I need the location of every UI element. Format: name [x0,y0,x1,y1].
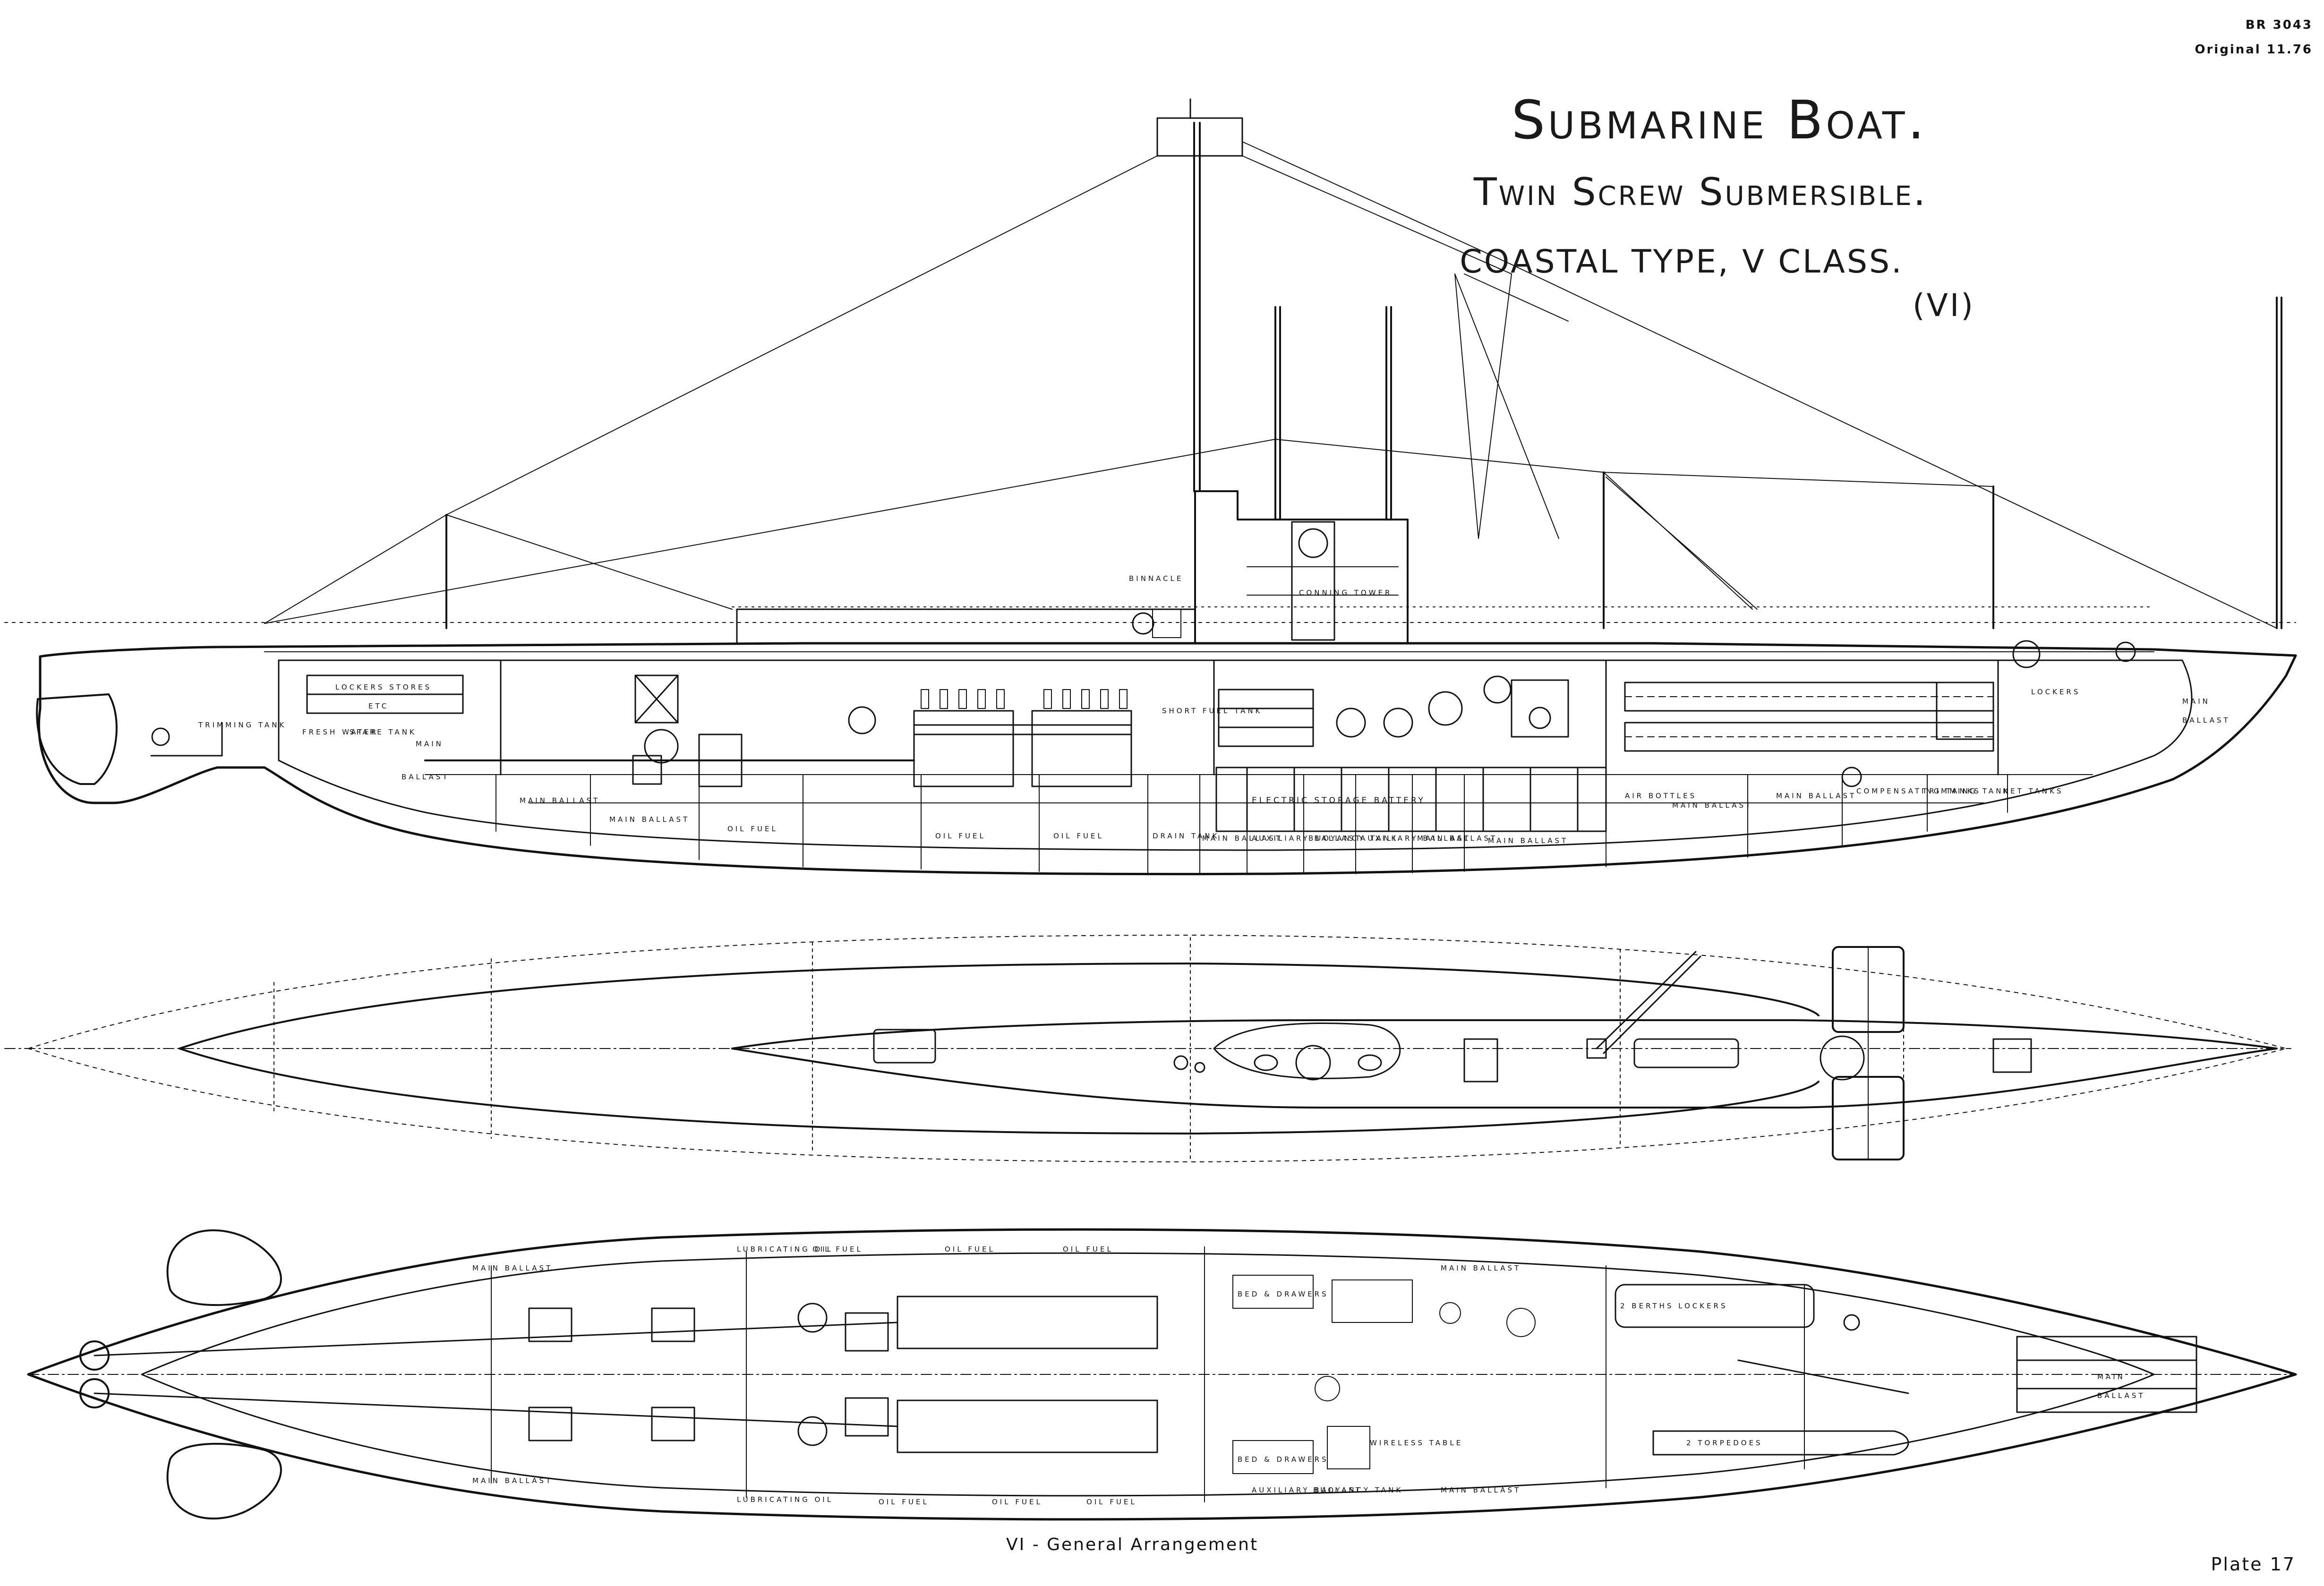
lower-plan: MAIN BALLAST MAIN BALLAST LUBRICATING OI… [27,1228,2297,1521]
label-main-ballast-5: MAIN BALLAST [1488,836,1568,845]
plan-label-ballast: BALLAST [2097,1391,2145,1400]
label-auxiliary-ballast: AUXILIARY BALLAST [1252,834,1362,843]
label-net-tanks: NET TANKS [2003,787,2063,795]
side-elevation: LOCKERS STORES ETC TRIMMING TANK FRESH W… [4,98,2297,876]
drawing-caption: VI - General Arrangement [1006,1535,1259,1554]
label-ballast-aft: BALLAST [402,773,450,781]
label-main-ballast-6: MAIN BALLAST [1672,801,1752,810]
label-main-ballast-1: MAIN BALLAST [520,796,600,805]
plan-label-buoyancy-tank: BUOYANCY TANK [1313,1486,1403,1494]
label-fresh-water: FRESH WATER [302,728,378,736]
label-oil-fuel-1: OIL FUEL [727,825,778,833]
tank-frames [496,774,2008,874]
label-main-ballast-3: MAIN BALLAST [1202,834,1282,843]
label-oil-fuel-3: OIL FUEL [1053,832,1104,840]
drawing-variant: (VI) [1912,287,1975,324]
plan-label-wireless-table: WIRELESS TABLE [1370,1439,1463,1447]
plan-label-torpedoes: 2 TORPEDOES [1686,1439,1763,1447]
plan-label-oil-fuel-1: OIL FUEL [812,1245,863,1253]
label-lockers-fwd: LOCKERS [2031,688,2080,696]
lower-compartments [491,1246,1805,1502]
label-conning-tower: CONNING TOWER [1299,588,1392,597]
electric-battery [1215,689,1607,832]
hull-outline-dashed [28,935,2287,1162]
label-oil-fuel-2: OIL FUEL [935,832,986,840]
bulkheads [278,659,1999,776]
torpedoes-stowed [1615,1284,2197,1456]
pressure-hull [278,659,2193,851]
edition-note: Original 11.76 [2195,43,2313,57]
plan-label-oil-fuel-4: OIL FUEL [879,1498,929,1506]
label-air-bottles: AIR BOTTLES [1625,792,1697,800]
label-main-ballast-7: MAIN BALLAST [1776,792,1856,800]
label-compensating-tanks: COMPENSATING TANKS [1856,787,1981,795]
label-short-fuel-tank: SHORT FUEL TANK [1162,707,1262,715]
label-main-ballast-2: MAIN BALLAST [609,815,690,824]
lower-engines [528,1296,1158,1453]
control-room-equipment [1336,675,1569,738]
propeller-rudder [36,693,223,785]
hull-profile [37,642,2297,876]
drawing-title: Submarine Boat. [1511,90,1928,151]
plan-label-beds-drawers-1: BED & DRAWERS [1238,1290,1329,1298]
lower-plan-labels: MAIN BALLAST MAIN BALLAST LUBRICATING OI… [472,1245,2145,1506]
label-electric-storage-battery: ELECTRIC STORAGE BATTERY [1252,796,1426,805]
deck-plan [4,935,2291,1162]
plan-label-main-ballast-2: MAIN BALLAST [472,1476,553,1485]
label-etc: ETC [368,702,389,710]
plan-label-main: MAIN [2097,1373,2125,1381]
label-spare-tank: SPARE TANK [350,728,417,736]
label-trimming-tank-aft: TRIMMING TANK [198,721,286,729]
label-trimming-tank-fwd: TRIMMING TANK [1922,787,2010,795]
plan-label-berths-lockers: 2 BERTHS LOCKERS [1620,1302,1728,1310]
label-main-ballast-4: MAIN BALLAST [1417,834,1497,843]
plan-label-lubricating-oil-2: LUBRICATING OIL [737,1495,833,1504]
plan-label-main-ballast-1: MAIN BALLAST [472,1264,553,1272]
raised-casing [736,608,1196,644]
tower-plan [1173,1023,1401,1081]
label-ballast-fwd: BALLAST [2182,716,2230,725]
label-auxiliary-ballast-2: AUXILIARY BALLAST [1360,834,1471,843]
plan-label-auxiliary-ballast: AUXILIARY BALLAST [1252,1486,1362,1494]
plan-label-main-ballast-3: MAIN BALLAST [1441,1264,1521,1272]
label-drain-tank: DRAIN TANK [1153,832,1219,840]
wireless-mast [1156,98,1243,157]
deck-gun [1586,951,1701,1059]
aerial-wires [264,141,2277,629]
engine-room-machinery [424,689,1132,787]
label-buoyancy-tank: BUOYANCY TANK [1308,834,1398,843]
drawing-subtitle: Twin Screw Submersible. [1473,170,1928,214]
elevation-labels: LOCKERS STORES ETC TRIMMING TANK FRESH W… [198,574,2230,845]
label-binnacle: BINNACLE [1129,574,1183,583]
plan-label-oil-fuel-6: OIL FUEL [1086,1498,1137,1506]
hydroplanes [1832,946,1905,1160]
plan-label-main-ballast-4: MAIN BALLAST [1441,1486,1521,1494]
periscopes [445,122,2282,629]
label-lockers-stores: LOCKERS STORES [335,683,432,691]
label-main-fwd: MAIN [2182,697,2210,706]
torpedo-tubes [1624,640,2136,787]
stores-locker-box [306,674,679,724]
deck-hatches [873,1029,2032,1083]
plan-label-beds-drawers-2: BED & DRAWERS [1238,1455,1329,1464]
plate-number: Plate 17 [2211,1554,2296,1575]
plan-label-oil-fuel-3: OIL FUEL [1063,1245,1113,1253]
conning-tower [1132,490,1409,644]
propeller-shafts [94,1322,898,1427]
plan-label-lubricating-oil-1: LUBRICATING OIL [737,1245,833,1253]
label-main-aft: MAIN [416,740,444,748]
plan-label-oil-fuel-5: OIL FUEL [992,1498,1042,1506]
casing-outline [731,1019,2278,1108]
document-reference: BR 3043 [2245,18,2313,32]
plan-label-oil-fuel-2: OIL FUEL [945,1245,995,1253]
